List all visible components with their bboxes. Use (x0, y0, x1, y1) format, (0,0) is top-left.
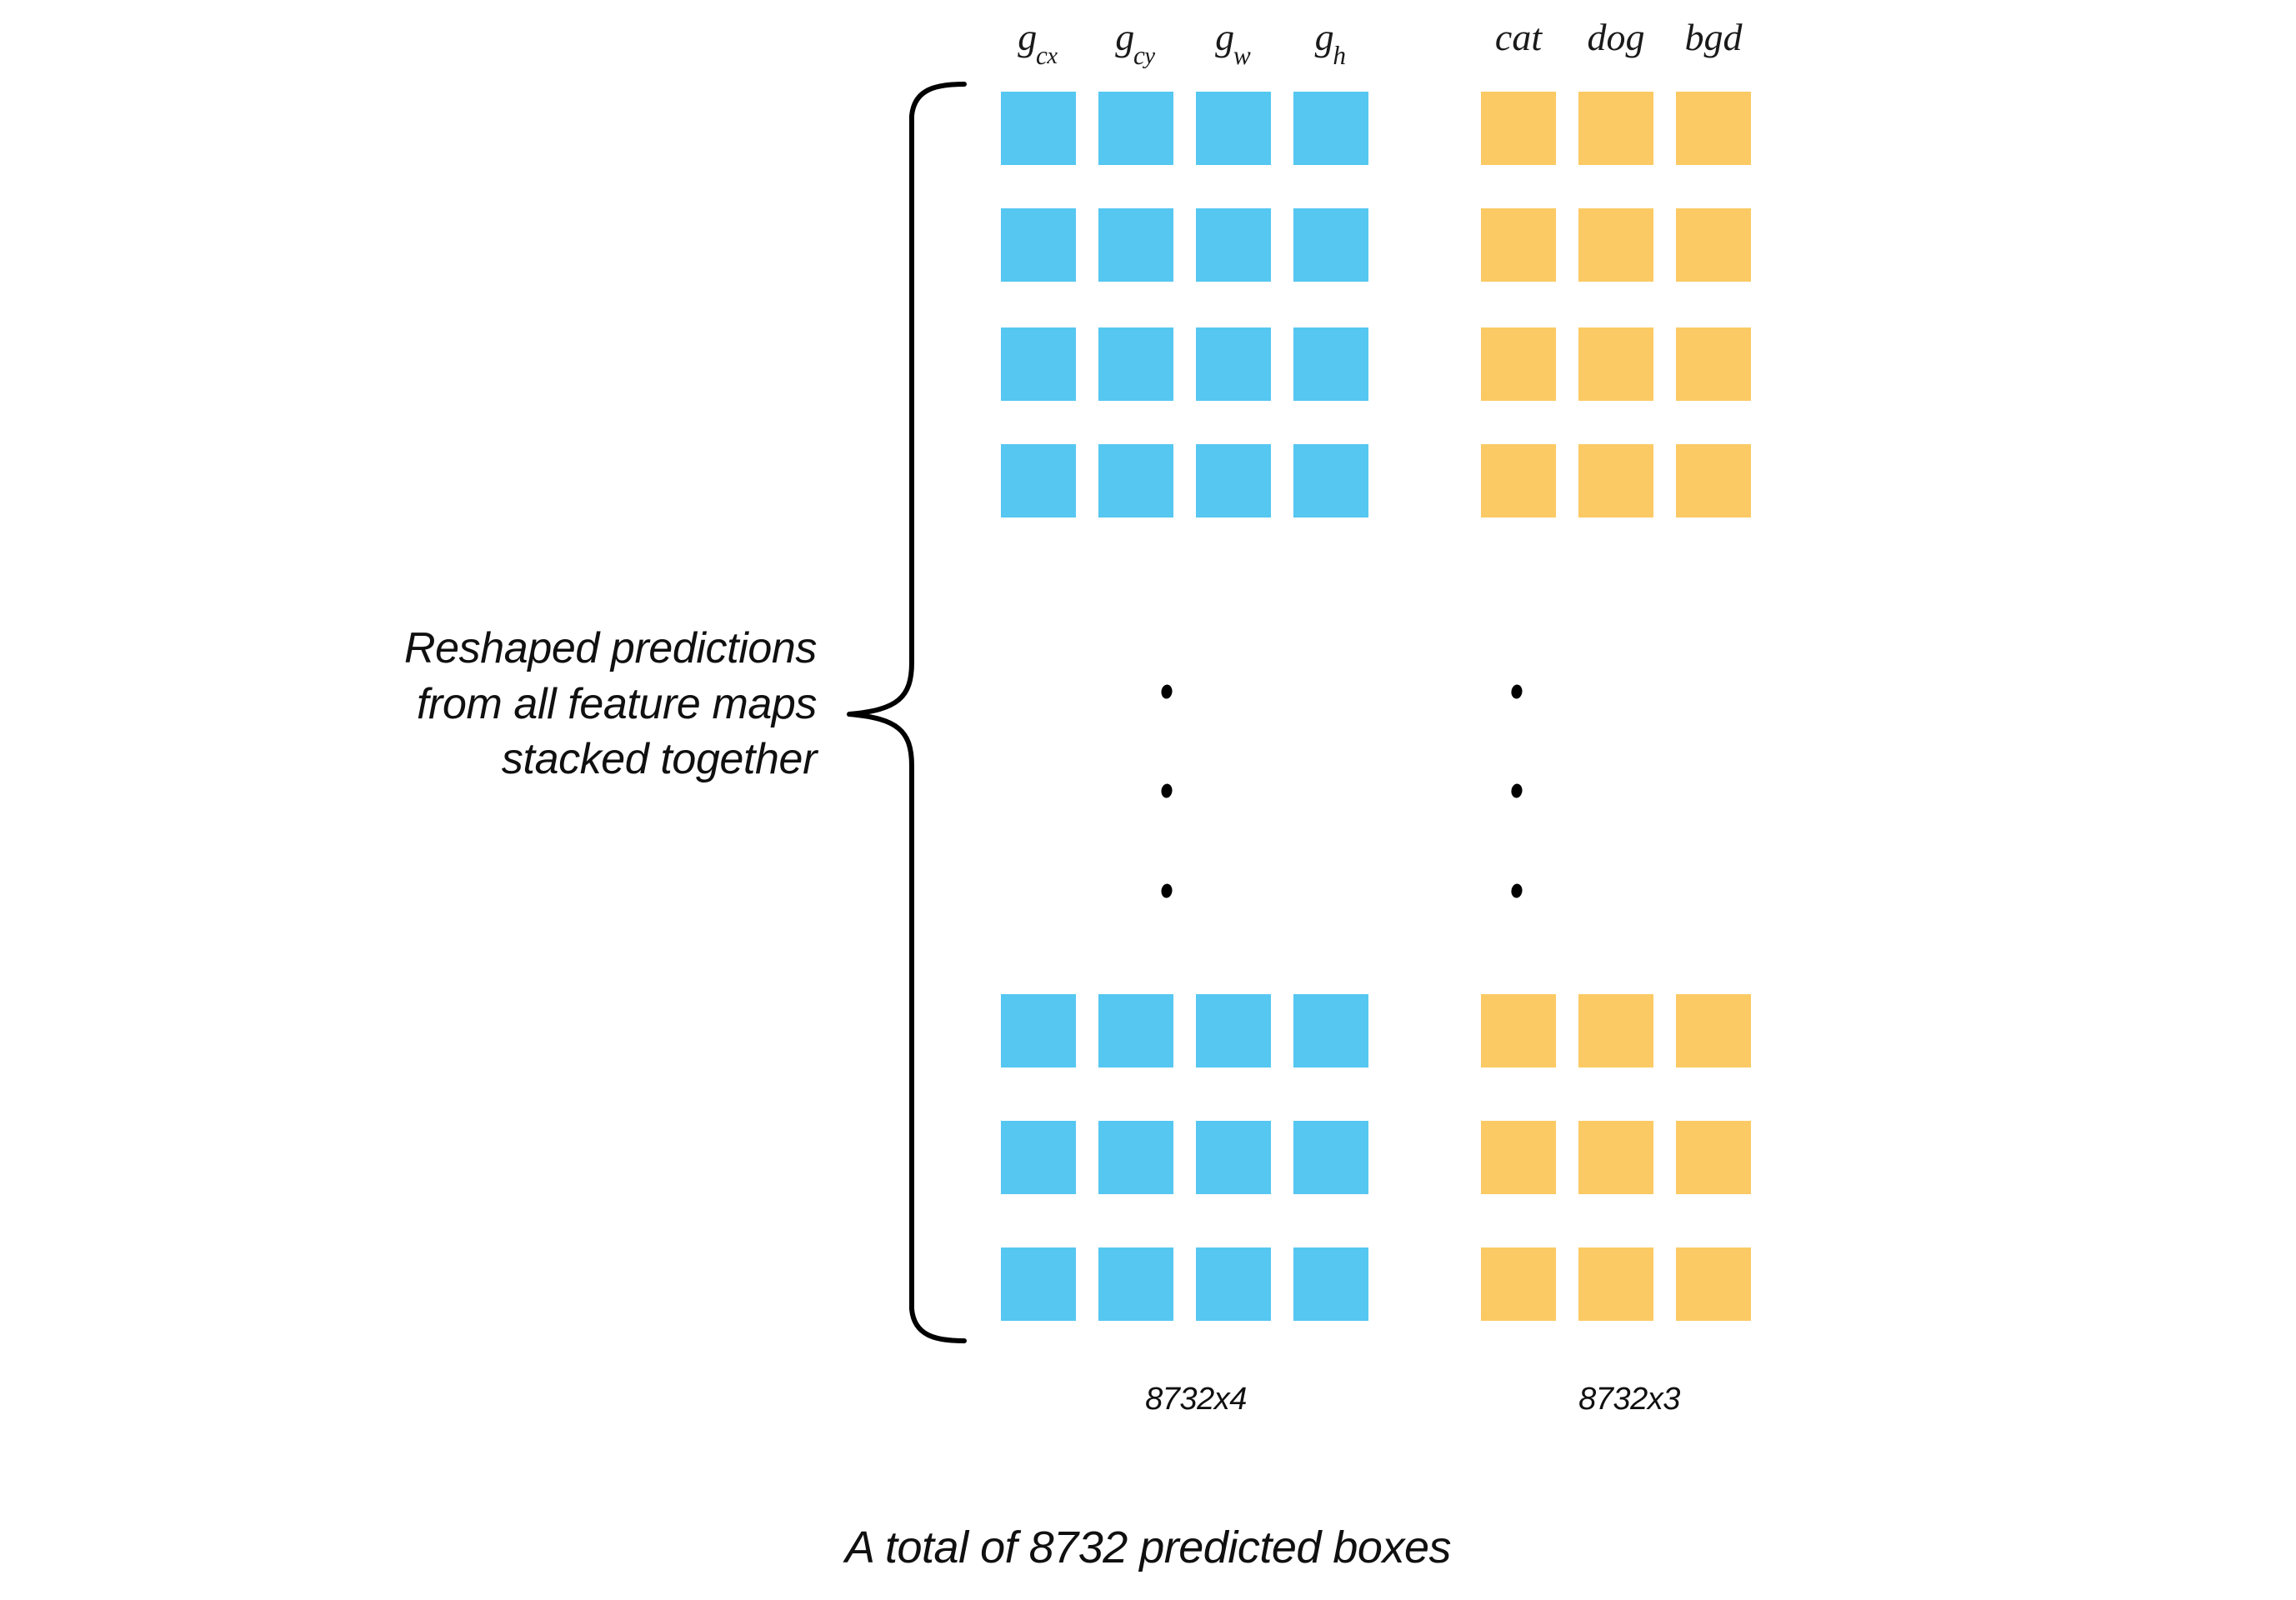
classification-cell (1481, 444, 1556, 518)
localization-cell (1001, 92, 1076, 165)
classification-cell (1578, 328, 1653, 401)
classification-cell (1676, 1248, 1751, 1321)
localization-cell (1001, 208, 1076, 282)
classification-cell (1578, 208, 1653, 282)
header-base: g (1018, 16, 1038, 58)
localization-cell (1293, 92, 1368, 165)
localization-cell (1098, 92, 1173, 165)
column-header-g-w: gw (1215, 16, 1252, 69)
localization-cell (1293, 328, 1368, 401)
column-header-cat: cat (1494, 16, 1543, 58)
localization-cell (1293, 444, 1368, 518)
side-caption-line-2: from all feature maps (416, 679, 817, 728)
column-header-dog: dog (1587, 16, 1645, 58)
localization-cell (1196, 328, 1271, 401)
classification-cell (1676, 1121, 1751, 1194)
column-header-g-h: gh (1314, 16, 1348, 69)
column-header-bgd: bgd (1684, 16, 1743, 58)
localization-cell (1196, 444, 1271, 518)
localization-cell (1196, 92, 1271, 165)
header-base: g (1115, 16, 1135, 58)
localization-cell (1098, 1121, 1173, 1194)
header-base: g (1314, 16, 1334, 58)
shape-label-localization: 8732x4 (1145, 1382, 1247, 1417)
localization-cell (1098, 994, 1173, 1068)
ellipsis-dot (1510, 683, 1523, 700)
localization-cell (1098, 328, 1173, 401)
classification-cell (1578, 994, 1653, 1068)
classification-cell (1578, 92, 1653, 165)
classification-cell (1578, 1121, 1653, 1194)
localization-cell (1001, 328, 1076, 401)
localization-cell (1001, 994, 1076, 1068)
total-caption: A total of 8732 predicted boxes (845, 1522, 1452, 1572)
header-base: g (1215, 16, 1235, 58)
header-subsub: y (1144, 42, 1156, 69)
ellipsis-dot (1160, 683, 1173, 700)
classification-cell (1578, 444, 1653, 518)
localization-cell (1196, 1248, 1271, 1321)
left-curly-brace (838, 79, 971, 1346)
classification-cell (1676, 92, 1751, 165)
header-sub: c (1035, 41, 1048, 71)
ellipsis-dot (1510, 782, 1523, 799)
header-sub: h (1333, 41, 1347, 71)
localization-cell (1098, 1248, 1173, 1321)
classification-cell (1676, 328, 1751, 401)
classification-cell (1578, 1248, 1653, 1321)
localization-cell (1293, 1121, 1368, 1194)
classification-cell (1481, 1121, 1556, 1194)
side-caption-line-3: stacked together (501, 735, 817, 784)
localization-cell (1196, 1121, 1271, 1194)
localization-cell (1001, 1248, 1076, 1321)
localization-cell (1098, 208, 1173, 282)
localization-cell (1293, 1248, 1368, 1321)
classification-cell (1481, 92, 1556, 165)
side-caption-line-1: Reshaped predictions (404, 624, 817, 672)
column-header-g-cx: gcx (1018, 16, 1059, 69)
header-subsub: x (1047, 42, 1058, 69)
classification-cell (1676, 208, 1751, 282)
header-sub: w (1233, 41, 1251, 71)
localization-cell (1293, 208, 1368, 282)
ellipsis-dot (1160, 782, 1173, 799)
localization-cell (1196, 208, 1271, 282)
classification-cell (1481, 208, 1556, 282)
localization-cell (1001, 1121, 1076, 1194)
ellipsis-dot (1510, 882, 1523, 899)
side-caption: Reshaped predictions from all feature ma… (233, 621, 817, 788)
classification-cell (1481, 1248, 1556, 1321)
classification-cell (1676, 444, 1751, 518)
localization-cell (1001, 444, 1076, 518)
classification-cell (1676, 994, 1751, 1068)
localization-cell (1196, 994, 1271, 1068)
shape-label-classification: 8732x3 (1578, 1382, 1680, 1417)
classification-cell (1481, 328, 1556, 401)
column-header-g-cy: gcy (1115, 16, 1157, 69)
localization-cell (1098, 444, 1173, 518)
ellipsis-dot (1160, 882, 1173, 899)
header-sub: c (1133, 41, 1145, 71)
localization-cell (1293, 994, 1368, 1068)
classification-cell (1481, 994, 1556, 1068)
